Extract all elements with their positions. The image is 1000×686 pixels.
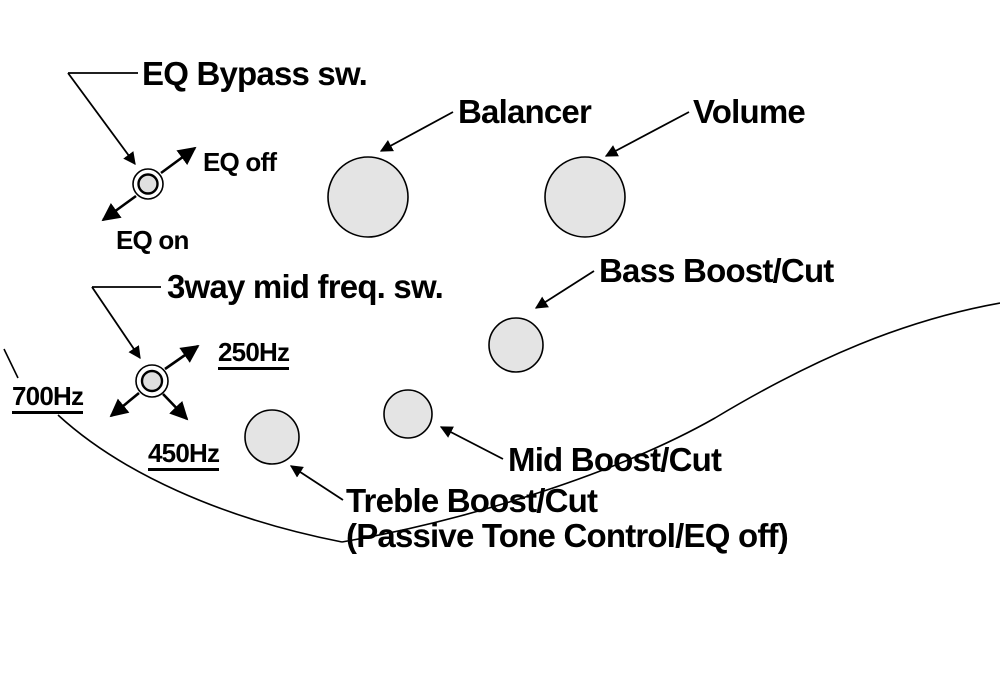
mid-freq-arrow: [91, 286, 141, 360]
mid-freq-switch-label: 3way mid freq. sw.: [167, 268, 444, 305]
freq-700-direction-arrow: [109, 391, 140, 418]
mid-boost-cut-knob: [383, 389, 433, 439]
balancer-knob: [327, 156, 409, 238]
balancer-arrow: [379, 111, 454, 152]
bass-boost-cut-label: Bass Boost/Cut: [599, 252, 834, 289]
treble-boost-cut-label: Treble Boost/Cut: [346, 482, 598, 519]
volume-label: Volume: [693, 93, 806, 130]
treble-boost-cut-sublabel: (Passive Tone Control/EQ off): [346, 517, 789, 554]
mid-arrow: [439, 426, 504, 460]
body-outline-segment: [3, 348, 19, 379]
3way-mid-freq-switch: [135, 364, 169, 398]
bass-boost-cut-knob: [488, 317, 544, 373]
eq-on-label: EQ on: [116, 225, 189, 255]
volume-knob: [544, 156, 626, 238]
mid-boost-cut-label: Mid Boost/Cut: [508, 441, 722, 478]
freq-250-direction-arrow: [164, 344, 200, 371]
treble-boost-cut-knob: [244, 409, 300, 465]
eq-bypass-label: EQ Bypass sw.: [142, 55, 368, 92]
freq-700-label: 700Hz: [12, 382, 84, 415]
eq-bypass-arrow: [67, 72, 136, 166]
volume-arrow: [604, 111, 690, 157]
bass-arrow: [534, 270, 595, 309]
freq-450-label: 450Hz: [148, 439, 220, 472]
freq-250-label: 250Hz: [218, 338, 290, 371]
treble-arrow: [289, 465, 344, 501]
balancer-label: Balancer: [458, 93, 592, 130]
eq-on-direction-arrow: [101, 194, 137, 222]
eq-bypass-switch: [132, 168, 164, 200]
body-outline-curve-right: [341, 302, 1000, 543]
eq-off-direction-arrow: [160, 146, 197, 175]
eq-off-label: EQ off: [203, 147, 277, 177]
freq-450-direction-arrow: [162, 393, 189, 421]
body-outline-curve-left: [57, 414, 343, 543]
